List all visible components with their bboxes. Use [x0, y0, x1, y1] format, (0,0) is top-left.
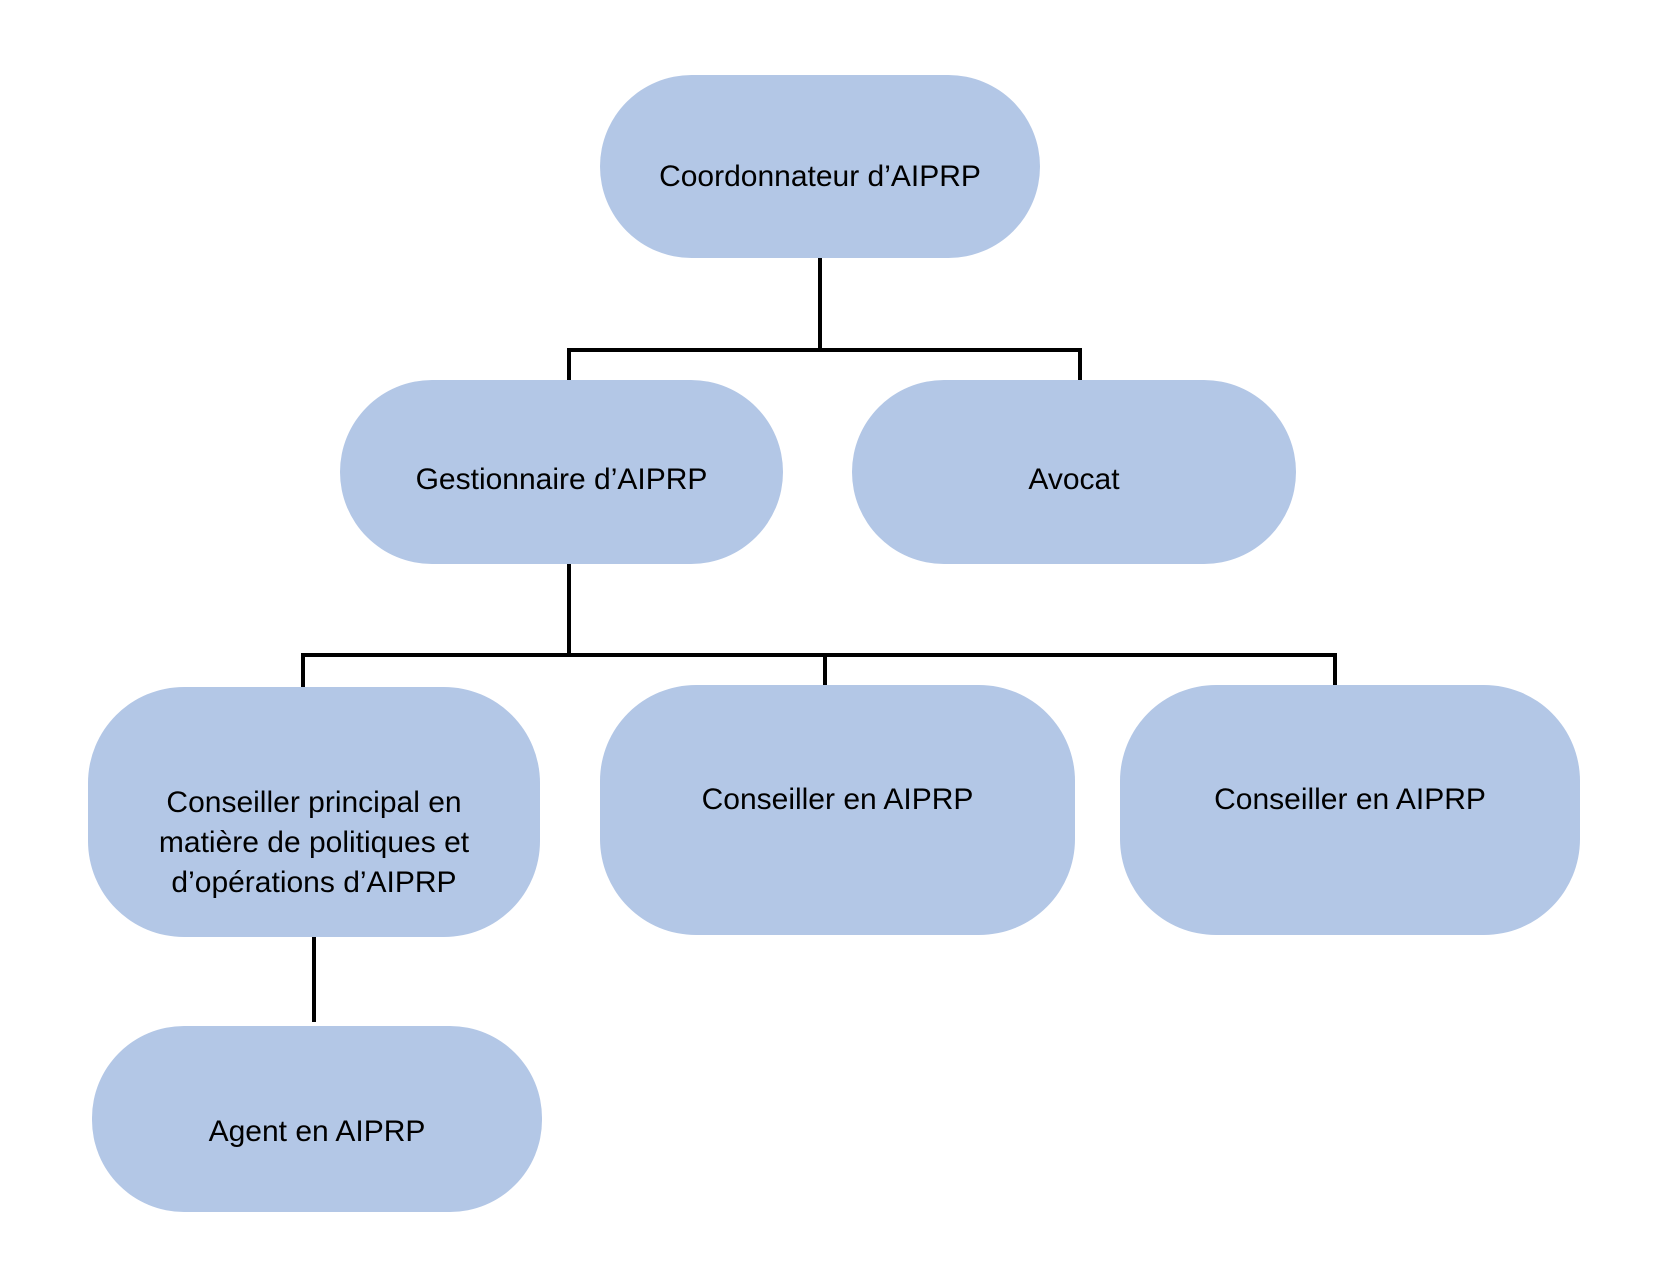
org-node-label: Conseiller en AIPRP [701, 783, 974, 816]
org-node-coordonnateur-aiprp: Coordonnateur d’AIPRP [600, 75, 1040, 258]
org-node-label: Gestionnaire d’AIPRP [415, 463, 708, 496]
org-node-label: Conseiller principal en matière de polit… [158, 786, 470, 899]
connector-to-conseiller-aiprp-2 [1333, 653, 1337, 687]
connector-to-gestionnaire [567, 348, 571, 382]
org-node-conseiller-principal: Conseiller principal en matière de polit… [88, 687, 540, 937]
connector-level2-horizontal [567, 348, 1082, 352]
connector-coordonnateur-stem [818, 257, 822, 350]
org-node-gestionnaire-aiprp: Gestionnaire d’AIPRP [340, 380, 783, 564]
org-node-conseiller-aiprp-1: Conseiller en AIPRP [600, 685, 1075, 935]
connector-to-avocat [1078, 348, 1082, 382]
connector-to-conseiller-aiprp-1 [823, 653, 827, 687]
connector-to-agent-aiprp [312, 937, 316, 1022]
org-node-avocat: Avocat [852, 380, 1296, 564]
connector-to-conseiller-principal [301, 653, 305, 689]
org-node-label: Conseiller en AIPRP [1214, 783, 1486, 816]
org-node-conseiller-aiprp-2: Conseiller en AIPRP [1120, 685, 1580, 935]
org-node-label: Agent en AIPRP [208, 1115, 426, 1148]
org-node-label: Avocat [1028, 463, 1120, 496]
connector-gestionnaire-stem [567, 564, 571, 657]
org-node-label: Coordonnateur d’AIPRP [659, 160, 981, 193]
connector-level3-horizontal [301, 653, 1337, 657]
org-node-agent-aiprp: Agent en AIPRP [92, 1026, 542, 1212]
